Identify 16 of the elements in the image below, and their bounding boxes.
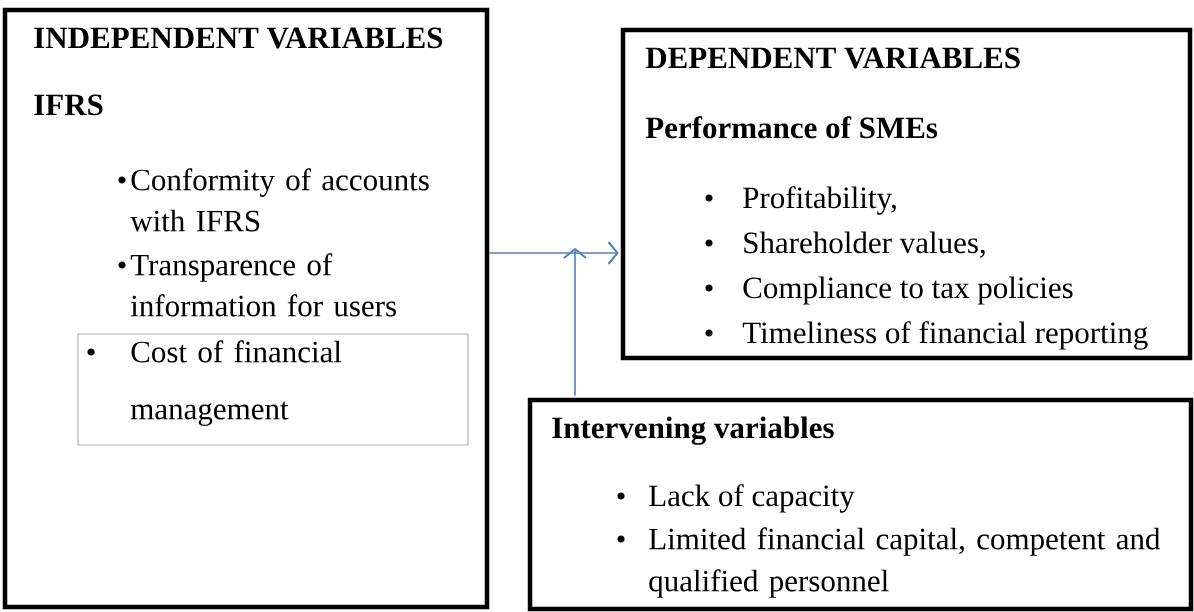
bullet-text: Profitability, [743, 186, 896, 215]
bullet-text: Lack of capacity [649, 484, 855, 513]
heading: DEPENDENT VARIABLES [645, 47, 1020, 69]
heading: Intervening variables [552, 416, 834, 445]
bullet-text: Conformity of accounts with IFRS [130, 168, 429, 232]
bullet-text: Transparence of information for users [130, 253, 396, 317]
bullet-text: Limited financial capital, competent and qualified personnel [649, 527, 1161, 598]
bullet-text: Compliance to tax policies [743, 276, 1073, 305]
heading: IFRS [34, 94, 103, 116]
heading: INDEPENDENT VARIABLES [34, 27, 443, 49]
arrow [488, 241, 619, 265]
bullet-text: Timeliness of financial reporting [742, 321, 1148, 350]
heading: Performance of SMEs [645, 116, 938, 139]
bullet-text: Shareholder values, [744, 231, 985, 258]
bullet-text: Cost of financial management [130, 340, 342, 426]
arrow [563, 247, 587, 397]
